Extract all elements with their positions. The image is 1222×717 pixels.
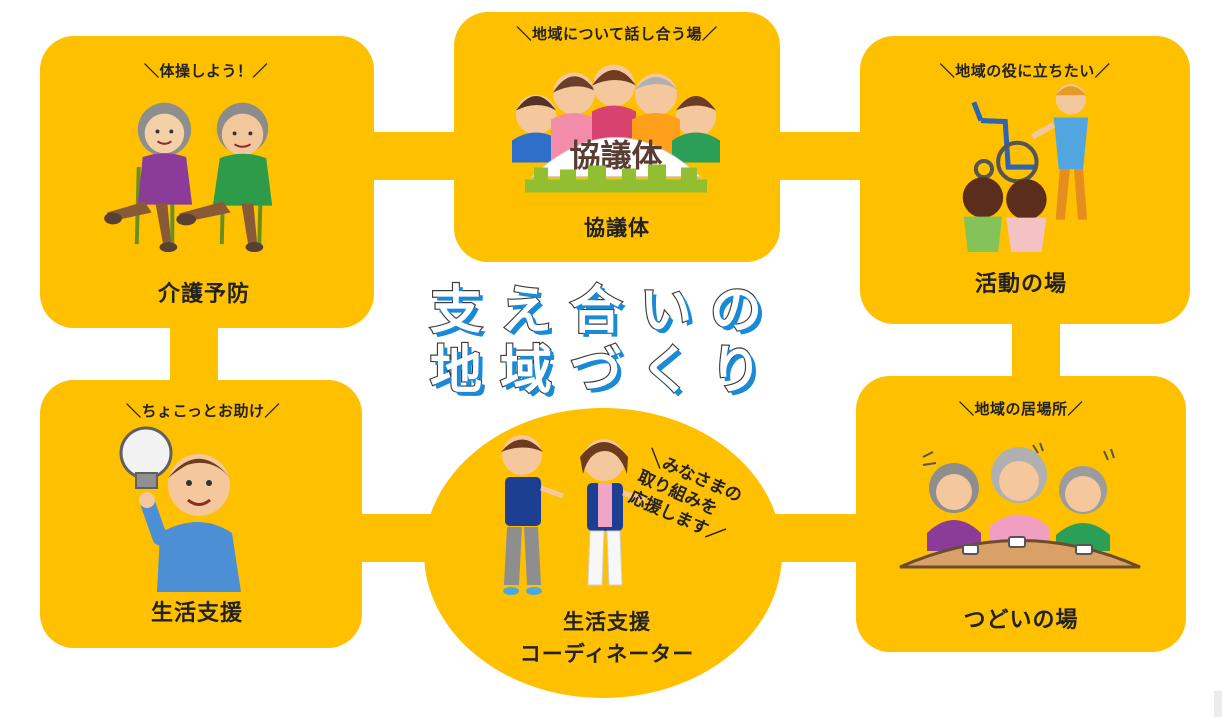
coordinator-female (580, 439, 646, 586)
town-buildings (534, 164, 697, 182)
title-line-1: 支え合いの (429, 280, 780, 342)
gathering-people (927, 447, 1110, 551)
helper-person (1030, 84, 1089, 220)
coordinators-illustration (501, 435, 646, 595)
kyogitai-title: 協議体 (584, 216, 650, 240)
coordinator-title-line-1: 生活支援 (563, 610, 651, 634)
children-watchers (962, 177, 1047, 252)
faint-corner-mark (1214, 691, 1222, 717)
kaigo-slogan: ＼体操しよう！／ (143, 62, 268, 80)
seikatsu-title: 生活支援 (150, 601, 243, 626)
council-sign-text: 協議体 (570, 139, 663, 175)
coordinator-male (501, 435, 564, 595)
tsudoi-slogan: ＼地域の居場所／ (958, 400, 1083, 418)
light-bulb (119, 426, 173, 489)
council-town-strip (525, 179, 707, 193)
tea-gathering-illustration (899, 442, 1141, 569)
man-helping (139, 454, 241, 592)
katsudo-slogan: ＼地域の役に立ちたい／ (939, 62, 1111, 80)
volunteer-activity-illustration (962, 84, 1089, 252)
kyogitai-slogan: ＼地域について話し合う場／ (516, 25, 718, 43)
exercise-seniors-illustration (104, 102, 273, 253)
seikatsu-slogan: ＼ちょこっとお助け／ (126, 402, 280, 420)
helping-man-illustration (119, 426, 241, 592)
kaigo-title: 介護予防 (157, 282, 250, 307)
diagram-title: 支え合いの 地域づくり (410, 280, 800, 402)
grandmother (104, 102, 193, 253)
tsudoi-title: つどいの場 (963, 608, 1079, 633)
panel-tsudoi (856, 376, 1186, 652)
accent-marks (922, 442, 1115, 466)
tea-cups (962, 536, 1093, 555)
panel-kaigo-yobo (40, 36, 374, 328)
title-line-2: 地域づくり (429, 340, 780, 402)
katsudo-title: 活動の場 (974, 272, 1067, 297)
council-members-illustration: 協議体 (512, 64, 720, 193)
wheelchair (971, 101, 1039, 184)
coordinator-title-line-2: コーディネーター (519, 642, 695, 666)
grandfather (176, 102, 273, 253)
